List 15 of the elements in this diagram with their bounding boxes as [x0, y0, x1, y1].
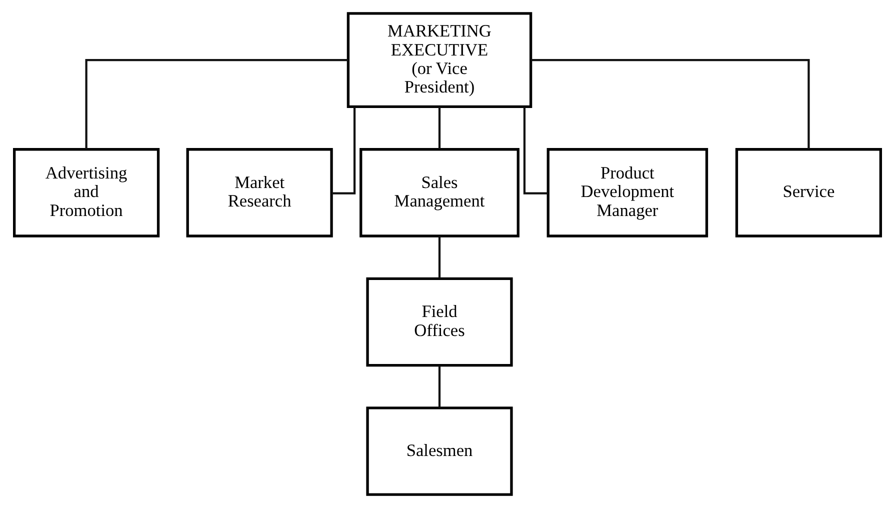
- node-box: Market Research: [186, 148, 333, 238]
- connector: [85, 59, 348, 150]
- node-box: Salesmen: [366, 406, 513, 496]
- node-box: Product Development Manager: [546, 148, 708, 238]
- node-box: Advertising and Promotion: [13, 148, 160, 238]
- connector: [438, 365, 441, 408]
- connector: [438, 106, 441, 150]
- node-box: Field Offices: [366, 277, 513, 367]
- node-box: Service: [735, 148, 882, 238]
- connector: [523, 107, 548, 194]
- connector: [531, 59, 810, 150]
- connector: [438, 236, 441, 278]
- node-box: Sales Management: [360, 148, 520, 238]
- connector: [332, 107, 356, 194]
- node-box: MARKETING EXECUTIVE (or Vice President): [346, 12, 532, 108]
